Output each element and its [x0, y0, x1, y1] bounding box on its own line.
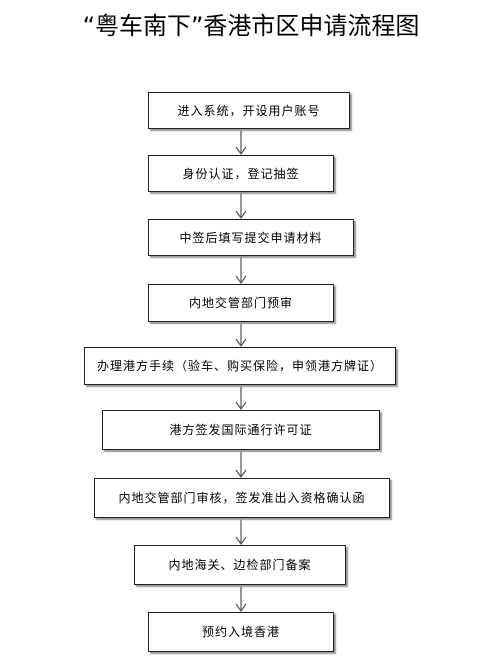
step-7-box: 内地交管部门审核，签发准出入资格确认函	[94, 478, 390, 518]
arrowhead-6	[235, 469, 247, 479]
arrowhead-8	[235, 603, 247, 613]
step-1-box: 进入系统，开设用户账号	[148, 92, 350, 129]
arrowhead-7	[235, 536, 247, 546]
step-1-label: 进入系统，开设用户账号	[177, 103, 321, 118]
step-5-label: 办理港方手续（验车、购买保险，申领港方牌证）	[96, 359, 383, 373]
step-2-label: 身份认证，登记抽签	[182, 166, 300, 181]
step-2-box: 身份认证，登记抽签	[148, 155, 334, 192]
arrowhead-3	[235, 275, 247, 285]
step-4-label: 内地交管部门预审	[188, 296, 293, 310]
step-4-box: 内地交管部门预审	[148, 284, 334, 322]
arrowhead-2	[235, 210, 247, 220]
arrowhead-4	[235, 338, 247, 348]
diagram-title: “粤车南下”香港市区申请流程图	[82, 12, 420, 40]
step-6-box: 港方签发国际通行许可证	[102, 410, 380, 450]
arrowhead-5	[235, 401, 247, 411]
step-3-label: 中签后填写提交申请材料	[179, 230, 323, 245]
step-5-box: 办理港方手续（验车、购买保险，申领港方牌证）	[84, 347, 396, 385]
step-7-label: 内地交管部门审核，签发准出入资格确认函	[118, 491, 366, 505]
step-3-box: 中签后填写提交申请材料	[148, 219, 354, 256]
step-8-label: 内地海关、边检部门备案	[168, 558, 312, 572]
step-8-box: 内地海关、边检部门备案	[134, 545, 346, 585]
step-6-label: 港方签发国际通行许可证	[169, 423, 313, 437]
step-9-box: 预约入境香港	[148, 612, 334, 652]
arrowhead-1	[235, 146, 247, 156]
step-9-label: 预约入境香港	[201, 625, 280, 639]
